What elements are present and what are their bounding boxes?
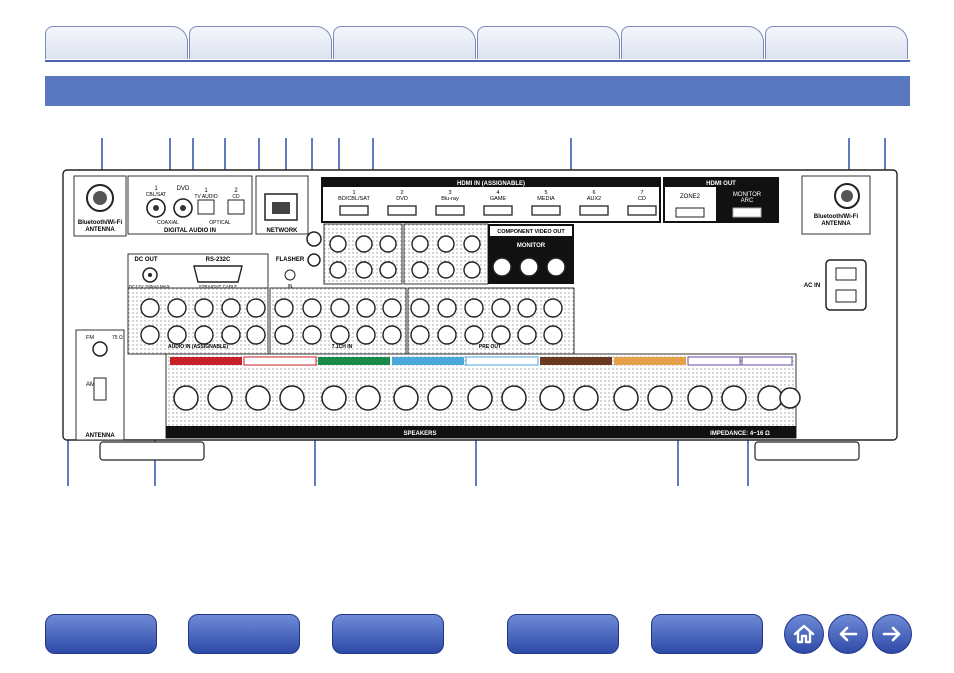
svg-text:7.1CH IN: 7.1CH IN xyxy=(332,344,353,350)
svg-text:AC IN: AC IN xyxy=(804,283,820,289)
audio-in-block: AUDIO IN (ASSIGNABLE) 7.1CH IN PRE OUT xyxy=(128,288,574,354)
svg-text:AUX2: AUX2 xyxy=(587,196,601,202)
svg-text:75 Ω: 75 Ω xyxy=(112,335,123,341)
svg-text:COMPONENT VIDEO OUT: COMPONENT VIDEO OUT xyxy=(497,229,565,235)
digital-audio-in-block: 1 CBL/SAT DVD 1 TV AUDIO 2 CD COAXIAL OP… xyxy=(128,176,252,234)
svg-text:MONITOR: MONITOR xyxy=(517,243,546,249)
nav-button-5[interactable] xyxy=(651,614,763,654)
tab-4[interactable] xyxy=(477,26,620,59)
arrow-left-icon xyxy=(836,622,860,646)
svg-text:CD: CD xyxy=(638,196,646,202)
svg-text:HDMI IN (ASSIGNABLE): HDMI IN (ASSIGNABLE) xyxy=(457,181,525,187)
left-antenna-label: Bluetooth/Wi-Fi xyxy=(78,220,123,226)
nav-button-1[interactable] xyxy=(45,614,157,654)
svg-text:NETWORK: NETWORK xyxy=(267,228,299,234)
top-tab-bar xyxy=(45,26,910,62)
svg-text:TV AUDIO: TV AUDIO xyxy=(194,194,217,200)
svg-text:DVD: DVD xyxy=(177,186,190,192)
svg-text:ARC: ARC xyxy=(741,198,754,204)
svg-text:DVD: DVD xyxy=(396,196,408,202)
back-button[interactable] xyxy=(828,614,868,654)
svg-text:BD/CBL/SAT: BD/CBL/SAT xyxy=(338,196,370,202)
bt-wifi-antenna-right: Bluetooth/Wi-Fi ANTENNA xyxy=(802,176,870,234)
svg-text:ZONE2: ZONE2 xyxy=(680,194,701,200)
tab-5[interactable] xyxy=(621,26,764,59)
home-button[interactable] xyxy=(784,614,824,654)
svg-text:CD: CD xyxy=(232,194,240,200)
svg-text:PRE OUT: PRE OUT xyxy=(479,344,501,350)
fm-am-antenna-block: FM 75 Ω AM ANTENNA xyxy=(76,330,124,440)
svg-text:FM: FM xyxy=(86,335,94,341)
bottom-navigation xyxy=(45,614,910,654)
home-icon xyxy=(792,622,816,646)
svg-text:ANTENNA: ANTENNA xyxy=(85,227,115,233)
svg-text:DIGITAL AUDIO IN: DIGITAL AUDIO IN xyxy=(164,228,216,234)
svg-text:COAXIAL: COAXIAL xyxy=(157,220,179,226)
nav-button-3[interactable] xyxy=(332,614,444,654)
svg-text:CBL/SAT: CBL/SAT xyxy=(146,192,166,198)
arrow-right-icon xyxy=(880,622,904,646)
tab-2[interactable] xyxy=(189,26,332,59)
forward-button[interactable] xyxy=(872,614,912,654)
svg-text:GAME: GAME xyxy=(490,196,507,202)
speakers-block: SPEAKERS IMPEDANCE: 4~16 Ω xyxy=(166,354,800,438)
svg-text:Bluetooth/Wi-Fi: Bluetooth/Wi-Fi xyxy=(814,214,859,220)
rear-panel-diagram: Bluetooth/Wi-Fi ANTENNA 1 CBL/SAT DVD 1 … xyxy=(0,120,954,500)
svg-text:OPTICAL: OPTICAL xyxy=(209,220,231,226)
network-port-block: NETWORK xyxy=(256,176,308,234)
hdmi-out-block: HDMI OUT ZONE2 MONITOR ARC xyxy=(664,178,778,222)
svg-text:SPEAKERS: SPEAKERS xyxy=(403,431,436,437)
svg-text:Blu-ray: Blu-ray xyxy=(441,196,459,202)
tab-3[interactable] xyxy=(333,26,476,59)
svg-text:IMPEDANCE: 4~16 Ω: IMPEDANCE: 4~16 Ω xyxy=(710,431,770,437)
tab-1[interactable] xyxy=(45,26,188,59)
tab-6[interactable] xyxy=(765,26,908,59)
svg-text:FLASHER: FLASHER xyxy=(276,257,305,263)
video-component-block: COMPONENT VIDEO OUT MONITOR xyxy=(324,224,574,284)
section-title-bar xyxy=(45,76,910,106)
svg-text:ANTENNA: ANTENNA xyxy=(821,221,851,227)
svg-text:RS-232C: RS-232C xyxy=(206,257,231,263)
svg-text:ANTENNA: ANTENNA xyxy=(85,433,115,439)
svg-text:HDMI OUT: HDMI OUT xyxy=(706,181,736,187)
svg-text:MEDIA: MEDIA xyxy=(537,196,555,202)
nav-button-4[interactable] xyxy=(507,614,619,654)
svg-text:AUDIO IN (ASSIGNABLE): AUDIO IN (ASSIGNABLE) xyxy=(168,344,228,350)
nav-button-2[interactable] xyxy=(188,614,300,654)
svg-text:DC OUT: DC OUT xyxy=(135,257,158,263)
bt-wifi-antenna-left: Bluetooth/Wi-Fi ANTENNA xyxy=(74,176,126,236)
tab-underline xyxy=(45,60,910,62)
